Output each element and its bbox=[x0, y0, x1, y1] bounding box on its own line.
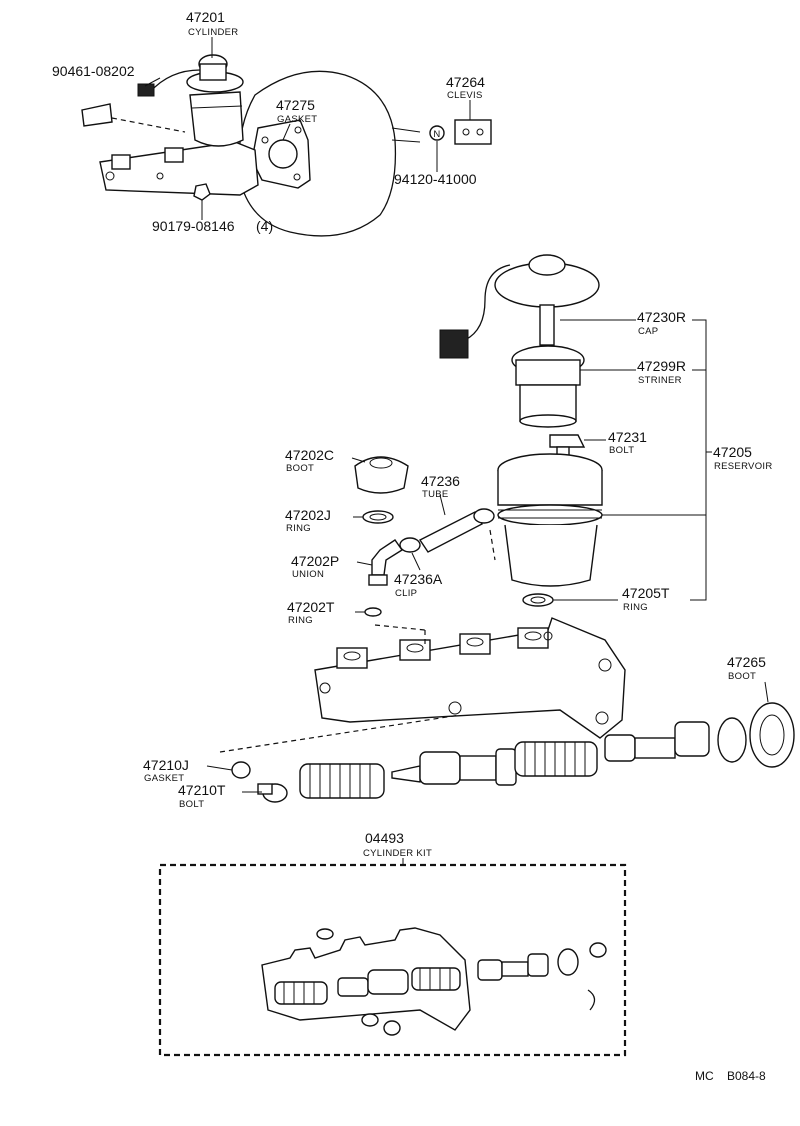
part-name-gasket-47210j: GASKET bbox=[144, 773, 184, 784]
reservoir-bracket bbox=[690, 319, 707, 601]
part-number-94120: 94120-41000 bbox=[394, 171, 477, 187]
part-number-90461: 90461-08202 bbox=[52, 63, 135, 79]
level-sensor-wire bbox=[464, 264, 511, 341]
nut-n-symbol bbox=[429, 125, 445, 141]
part-name-reservoir: RESERVOIR bbox=[714, 461, 773, 472]
kit-spring-1 bbox=[274, 981, 328, 1005]
part-number-47299r: 47299R bbox=[637, 358, 686, 374]
part-qty-90179: (4) bbox=[256, 218, 273, 234]
ring-47202j bbox=[362, 510, 394, 524]
part-number-47202p: 47202P bbox=[291, 553, 339, 569]
cylinder-body-assembly: 47210J GASKET 47210T BOLT 47265 BOOT bbox=[143, 617, 795, 810]
part-number-47205t: 47205T bbox=[622, 585, 670, 601]
part-number-47205: 47205 bbox=[713, 444, 752, 460]
kit-ring bbox=[316, 928, 334, 940]
part-number-47230r: 47230R bbox=[637, 309, 686, 325]
part-number-47202j: 47202J bbox=[285, 507, 331, 523]
diagram-code: B084-8 bbox=[727, 1069, 766, 1083]
clip-90461 bbox=[81, 103, 113, 127]
part-name-boot-47265: BOOT bbox=[728, 671, 756, 682]
ring-47202t bbox=[364, 607, 382, 617]
seal-ring bbox=[717, 717, 747, 763]
clip-47236a bbox=[399, 537, 421, 553]
union-47202p bbox=[371, 539, 403, 576]
push-rod bbox=[391, 127, 421, 133]
part-name-tube: TUBE bbox=[422, 489, 449, 500]
nut-n-label: N bbox=[433, 129, 440, 140]
part-number-47265: 47265 bbox=[727, 654, 766, 670]
part-name-gasket-top: GASKET bbox=[277, 114, 317, 125]
top-assembly: N 47201 CYLINDER 90461-08202 47275 GASKE… bbox=[52, 9, 492, 237]
kit-bolt bbox=[589, 942, 607, 958]
part-number-04493: 04493 bbox=[365, 830, 404, 846]
clip-right bbox=[473, 508, 495, 524]
secondary-piston bbox=[419, 751, 461, 785]
kit-seal bbox=[557, 948, 579, 976]
part-number-90179: 90179-08146 bbox=[152, 218, 235, 234]
sensor-connector-small bbox=[137, 83, 155, 97]
spring-1 bbox=[299, 763, 385, 799]
part-name-clip: CLIP bbox=[395, 588, 417, 599]
reservoir-body bbox=[504, 524, 598, 587]
kit-primary-piston bbox=[477, 959, 503, 981]
diagram-code-prefix: MC bbox=[695, 1069, 714, 1083]
part-number-47202t: 47202T bbox=[287, 599, 335, 615]
part-name-ring-47202t: RING bbox=[288, 615, 313, 626]
cylinder-kit-dashed-box bbox=[158, 863, 627, 1057]
gasket-47210j bbox=[231, 761, 251, 779]
part-name-clevis: CLEVIS bbox=[447, 90, 483, 101]
part-name-ring-47205t: RING bbox=[623, 602, 648, 613]
cylinder-kit-section: 04493 CYLINDER KIT bbox=[158, 830, 627, 1057]
part-number-47231: 47231 bbox=[608, 429, 647, 445]
part-name-ring-47202j: RING bbox=[286, 523, 311, 534]
part-name-striner: STRINER bbox=[638, 375, 682, 386]
bolt-47231 bbox=[549, 434, 586, 448]
part-number-47236a: 47236A bbox=[394, 571, 443, 587]
part-number-47275: 47275 bbox=[276, 97, 315, 113]
part-name-boot-47202c: BOOT bbox=[286, 463, 314, 474]
tube-47236 bbox=[418, 511, 483, 553]
primary-piston bbox=[604, 734, 636, 762]
kit-spring-2 bbox=[367, 969, 409, 995]
part-name-cap: CAP bbox=[638, 326, 658, 337]
part-name-union: UNION bbox=[292, 569, 324, 580]
part-name-cylinder: CYLINDER bbox=[188, 27, 238, 38]
part-number-47201: 47201 bbox=[186, 9, 225, 25]
nut-90179 bbox=[193, 183, 211, 201]
part-number-47236: 47236 bbox=[421, 473, 460, 489]
part-name-bolt-47231: BOLT bbox=[609, 445, 634, 456]
reservoir-small bbox=[189, 91, 244, 147]
part-number-47210j: 47210J bbox=[143, 757, 189, 773]
part-number-47210t: 47210T bbox=[178, 782, 226, 798]
reservoir-assembly: 47230R CAP 47299R STRINER 47231 BOLT 472… bbox=[285, 254, 773, 626]
boot-47265 bbox=[749, 702, 795, 768]
boot-47202c bbox=[354, 456, 409, 494]
part-name-bolt-47210t: BOLT bbox=[179, 799, 204, 810]
ring-47205t bbox=[522, 593, 554, 607]
sensor-connector bbox=[439, 329, 469, 359]
clevis-part bbox=[454, 119, 492, 145]
strainer bbox=[515, 359, 581, 386]
kit-cotter-pin bbox=[587, 989, 596, 1011]
part-number-47264: 47264 bbox=[446, 74, 485, 90]
part-number-47202c: 47202C bbox=[285, 447, 334, 463]
part-name-cylinder-kit: CYLINDER KIT bbox=[363, 848, 432, 859]
